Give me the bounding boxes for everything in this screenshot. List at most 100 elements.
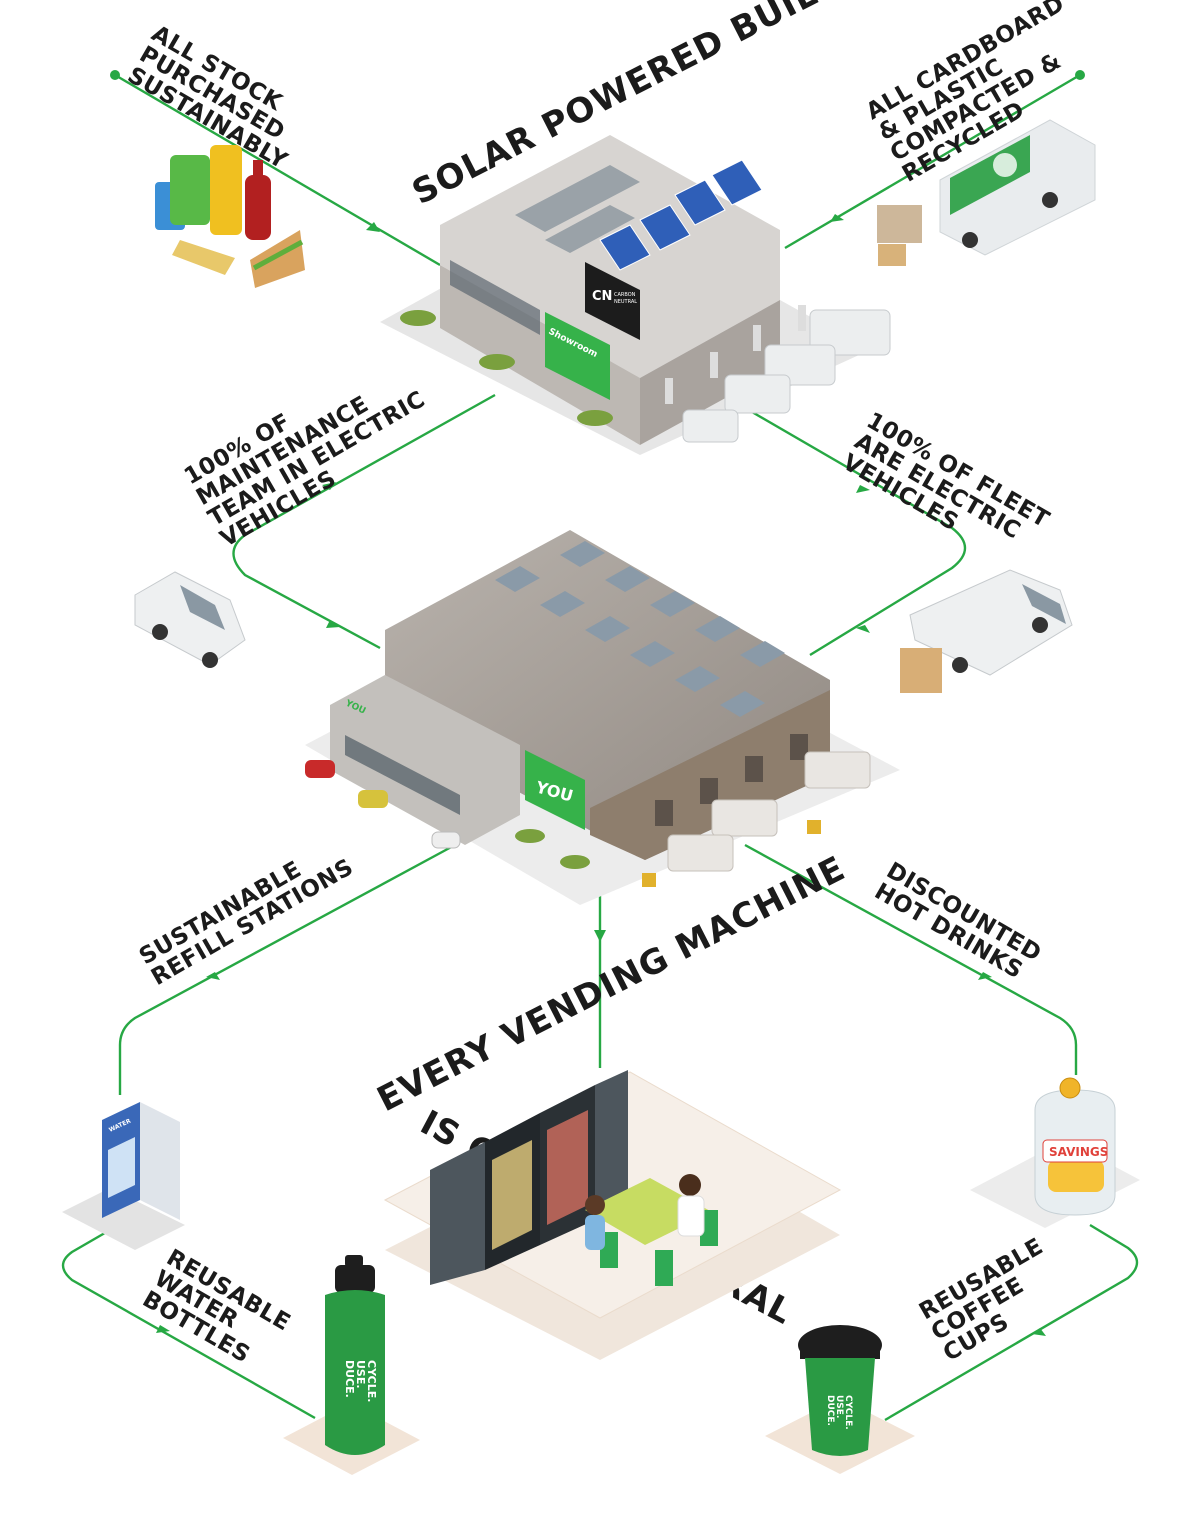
building-front-wall [440, 265, 640, 445]
flow-arrow [856, 625, 870, 633]
skylight [495, 566, 540, 592]
electric-van-icon [724, 374, 791, 414]
flow-arrow [326, 620, 340, 628]
solar-panel-icon [674, 179, 726, 226]
forklift-icon [807, 820, 821, 834]
skylight [675, 666, 720, 692]
logo-line: USE. [354, 1360, 367, 1389]
flow-stock [114, 73, 441, 267]
ev-charger-icon [798, 305, 806, 331]
solar-building: CN CARBON NEUTRAL Showroom [380, 135, 891, 455]
car-icon [431, 831, 461, 849]
coffee-machine-icon [595, 1070, 628, 1220]
person-body [677, 1195, 705, 1237]
warehouse-trucks [667, 751, 871, 872]
label-hot-drinks: DISCOUNTED HOT DRINKS [870, 858, 1046, 985]
flow-arrow [978, 972, 992, 980]
hedge [479, 354, 515, 370]
cup-lid-rim [800, 1345, 880, 1359]
flow-arrow [856, 485, 870, 493]
savings-jar: SAVINGS [970, 1077, 1140, 1228]
roof-skylights [495, 541, 785, 717]
solar-panels [599, 159, 763, 271]
flow-bottles [61, 1228, 316, 1420]
recycle-icon [993, 153, 1017, 177]
label-fleet: 100% OF FLEET ARE ELECTRIC VEHICLES [838, 408, 1054, 545]
dining-table [585, 1174, 718, 1286]
loading-door [655, 800, 673, 826]
cola-bottle-icon [245, 175, 271, 240]
bottle-nozzle [345, 1255, 363, 1267]
loading-door [790, 734, 808, 760]
wheel [962, 232, 978, 248]
reduce-logo: DUCE. USE. CYCLE. [343, 1360, 378, 1402]
hedge [577, 410, 613, 426]
sign-text: NEUTRAL [614, 299, 637, 305]
savings-label: SAVINGS [1049, 1145, 1108, 1159]
carbon-neutral-sign: CN CARBON NEUTRAL [585, 262, 640, 340]
skylight [695, 616, 740, 642]
skylight [650, 591, 695, 617]
wheel [1032, 617, 1048, 633]
office-block [330, 675, 520, 845]
warehouse: YOU YOU [305, 530, 900, 905]
garbage-truck-icon [939, 119, 1096, 256]
skylight [630, 641, 675, 667]
ev-charger-icon [665, 378, 673, 404]
flow-arrow [156, 1325, 170, 1333]
logo-line: DUCE. [825, 1395, 835, 1426]
logo-line: USE. [834, 1395, 844, 1418]
logo-line: CYCLE. [365, 1360, 378, 1402]
wheel [202, 652, 218, 668]
skylight [740, 641, 785, 667]
table-top [585, 1178, 712, 1245]
flow-arrow [1032, 1328, 1046, 1336]
flow-hot-drinks [744, 843, 1078, 1075]
coins-stack-icon [1048, 1160, 1104, 1192]
coffee-machine-icon [430, 1142, 485, 1285]
person-body [585, 1215, 605, 1250]
delivery-van [900, 569, 1073, 693]
label-refill: SUSTAINABLE REFILL STATIONS [135, 854, 358, 991]
flow-fleet [739, 403, 967, 657]
hedge [400, 310, 436, 326]
flow-arrow [830, 214, 844, 222]
wheel [1042, 192, 1058, 208]
skylight [720, 691, 765, 717]
van-window [1022, 584, 1066, 624]
office-windows [345, 735, 460, 815]
label-bottles: REUSABLE WATER BOTTLES [138, 1245, 295, 1369]
electric-car-icon [682, 409, 739, 443]
forklift-icon [642, 873, 656, 887]
reduce-logo: DUCE. USE. CYCLE. [825, 1395, 853, 1430]
flow-arrow [594, 930, 606, 942]
water-bottle-icon [325, 1290, 385, 1455]
hedge [515, 829, 545, 843]
station-base [62, 1188, 185, 1250]
showroom-sign [545, 312, 610, 400]
sign-board [585, 262, 640, 340]
water-bottle-window [108, 1137, 135, 1198]
label-cups: REUSABLE COFFEE CUPS [915, 1233, 1048, 1366]
flow-arrow [206, 972, 220, 980]
savings-tag [1042, 1139, 1108, 1163]
canteen-area [383, 1070, 842, 1360]
car-icon [305, 760, 335, 778]
maintenance-van [134, 571, 246, 668]
electric-truck-icon [809, 309, 891, 356]
ev-charger-icon [710, 352, 718, 378]
person-icon [679, 1174, 701, 1196]
solar-panel-icon [711, 159, 763, 206]
snack-bag-icon [170, 155, 210, 225]
loading-door [745, 756, 763, 782]
wheel [152, 624, 168, 640]
carbon-neutral-logo: CN [592, 289, 612, 304]
electric-vehicles-fleet [665, 305, 891, 443]
stock-products-illustration [155, 145, 305, 288]
cardboard-bale-icon [877, 205, 922, 243]
skylight [540, 591, 585, 617]
loading-bays [655, 734, 808, 826]
ev-charger-icon [753, 325, 761, 351]
logo-line: CYCLE. [843, 1395, 853, 1430]
